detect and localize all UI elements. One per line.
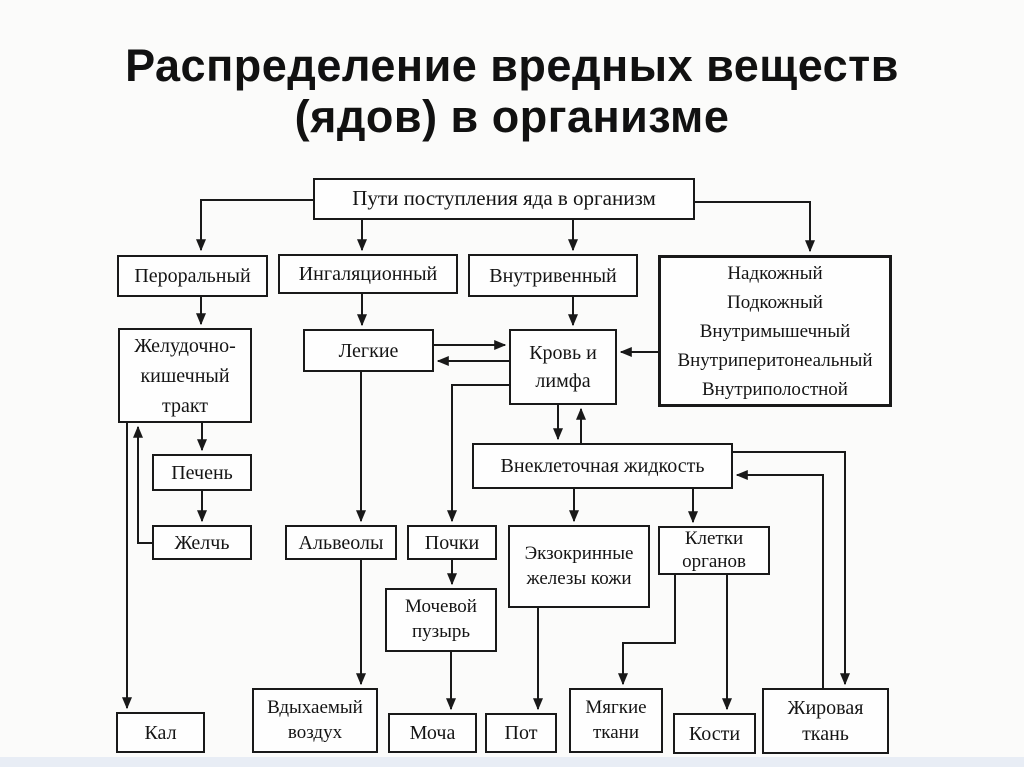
node-organ-cells-label: Клетки органов bbox=[682, 527, 746, 572]
node-route-epicutaneous: Надкожный bbox=[727, 262, 823, 284]
node-inhalation: Ингаляционный bbox=[278, 254, 458, 294]
node-fat-tissue-label: Жировая ткань bbox=[787, 697, 864, 745]
node-sweat-label: Пот bbox=[504, 722, 538, 744]
node-oral-label: Пероральный bbox=[134, 265, 251, 287]
node-liver: Печень bbox=[152, 454, 252, 491]
node-exhaled-air-label: Вдыхаемый воздух bbox=[267, 696, 363, 743]
node-gi-tract: Желудочно-кишечный тракт bbox=[118, 328, 252, 423]
node-blood-lymph-label: Кровь и лимфа bbox=[529, 342, 597, 392]
node-bladder-label: Мочевой пузырь bbox=[405, 596, 477, 642]
footer-strip bbox=[0, 757, 1024, 767]
node-lungs-label: Легкие bbox=[338, 339, 399, 362]
node-bile: Желчь bbox=[152, 525, 252, 560]
node-alveoli-label: Альвеолы bbox=[298, 531, 384, 554]
node-soft-tissues: Мягкие ткани bbox=[569, 688, 663, 753]
node-entry-routes-label: Пути поступления яда в организм bbox=[352, 186, 656, 211]
node-intravenous-label: Внутривенный bbox=[489, 264, 617, 287]
node-extracellular-fluid: Внеклеточная жидкость bbox=[472, 443, 733, 489]
node-inhalation-label: Ингаляционный bbox=[298, 263, 438, 285]
node-route-intracavitary: Внутриполостной bbox=[701, 378, 848, 400]
node-bladder: Мочевой пузырь bbox=[385, 588, 497, 652]
node-bones: Кости bbox=[673, 713, 756, 754]
node-alveoli: Альвеолы bbox=[285, 525, 397, 560]
node-lungs: Легкие bbox=[303, 329, 434, 372]
node-bile-label: Желчь bbox=[174, 531, 230, 554]
node-gi-tract-label: Желудочно-кишечный тракт bbox=[134, 334, 236, 417]
node-urine: Моча bbox=[388, 713, 477, 753]
node-intravenous: Внутривенный bbox=[468, 254, 638, 297]
node-extracellular-fluid-label: Внеклеточная жидкость bbox=[500, 455, 705, 477]
edge-entry-other-routes bbox=[695, 201, 815, 253]
node-feces: Кал bbox=[116, 712, 205, 753]
node-organ-cells: Клетки органов bbox=[658, 526, 770, 575]
node-route-intramuscular: Внутримышечный bbox=[699, 320, 851, 342]
node-urine-label: Моча bbox=[409, 722, 456, 744]
edge-bile-gi bbox=[133, 425, 152, 544]
node-exocrine-glands: Экзокринные железы кожи bbox=[508, 525, 650, 608]
node-blood-lymph: Кровь и лимфа bbox=[509, 329, 617, 405]
node-route-intraperitoneal: Внутриперитонеальный bbox=[677, 349, 873, 371]
node-sweat: Пот bbox=[485, 713, 557, 753]
edge-fat-extracellular bbox=[735, 470, 824, 688]
node-route-subcutaneous: Подкожный bbox=[727, 291, 823, 313]
node-other-routes: Надкожный Подкожный Внутримышечный Внутр… bbox=[658, 255, 892, 407]
node-exhaled-air: Вдыхаемый воздух bbox=[252, 688, 378, 753]
node-bones-label: Кости bbox=[688, 722, 741, 745]
node-liver-label: Печень bbox=[171, 461, 233, 484]
node-feces-label: Кал bbox=[144, 721, 177, 744]
node-oral: Пероральный bbox=[117, 255, 268, 297]
node-kidneys-label: Почки bbox=[424, 531, 480, 554]
node-entry-routes: Пути поступления яда в организм bbox=[313, 178, 695, 220]
slide-title: Распределение вредных веществ (ядов) в о… bbox=[125, 40, 899, 142]
node-kidneys: Почки bbox=[407, 525, 497, 560]
node-fat-tissue: Жировая ткань bbox=[762, 688, 889, 754]
node-other-routes-list: Надкожный Подкожный Внутримышечный Внутр… bbox=[677, 259, 872, 404]
node-soft-tissues-label: Мягкие ткани bbox=[585, 696, 647, 743]
edge-entry-oral bbox=[196, 199, 313, 252]
node-exocrine-glands-label: Экзокринные железы кожи bbox=[524, 542, 634, 589]
